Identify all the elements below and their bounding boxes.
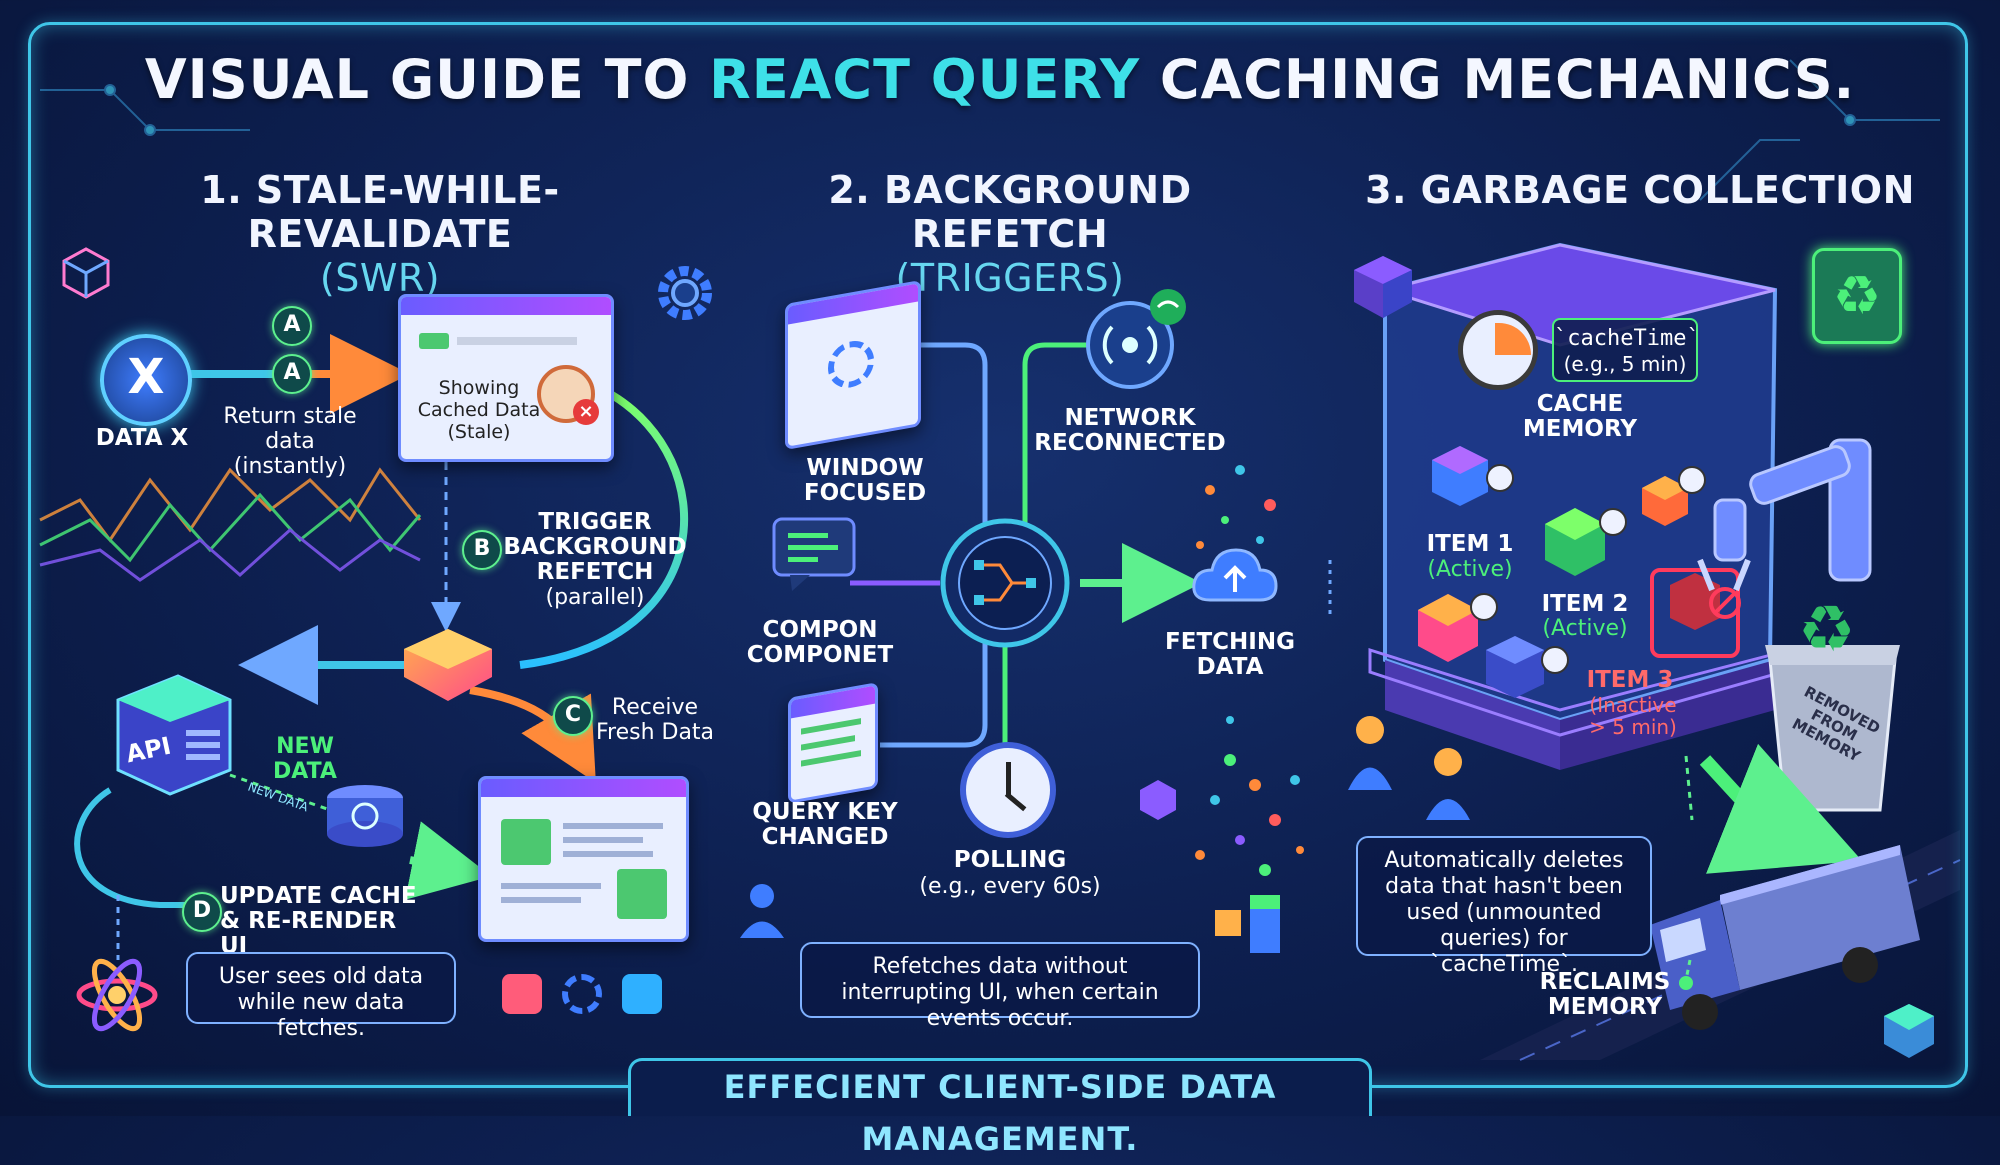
step-d-badge: D — [182, 892, 222, 932]
circuit-lines-decoration — [40, 59, 1940, 201]
bin-recycle-icon: ♻ — [1798, 593, 1856, 667]
item1-label: ITEM 1 — [1426, 531, 1514, 557]
item2-label: ITEM 2 — [1541, 591, 1629, 617]
garbage-truck — [1650, 845, 1920, 1030]
cache-time-label: `cacheTime` — [1554, 326, 1700, 351]
step-c-badge: C — [553, 696, 593, 736]
cube-outline-icon — [60, 245, 112, 305]
new-data-label: NEW DATA — [273, 734, 337, 784]
data-x-label: DATA X — [95, 425, 189, 451]
teal-cube-icon — [1880, 1000, 1938, 1066]
network-reconnected-label: NETWORK RECONNECTED — [1034, 405, 1226, 456]
cloud-upload-icon — [1190, 540, 1280, 614]
purple-cube-icon — [1350, 252, 1416, 326]
gc-section-title: 3. GARBAGE COLLECTION — [1365, 168, 1915, 212]
cache-memory-label: CACHE MEMORY — [1522, 391, 1638, 442]
refresh-tool-icon — [622, 974, 662, 1014]
refetch-section-title: 2. BACKGROUND REFETCH (TRIGGERS) — [740, 168, 1280, 300]
item1-status: (Active) — [1427, 557, 1513, 582]
item3-label: ITEM 3 — [1586, 667, 1674, 693]
title-suffix: CACHING MECHANICS. — [1140, 48, 1856, 111]
page-title: VISUAL GUIDE TO REACT QUERY CACHING MECH… — [0, 48, 2000, 111]
polling-sub-label: (e.g., every 60s) — [919, 874, 1101, 899]
react-atom-icon — [74, 952, 160, 1042]
swr-subtitle: (SWR) — [319, 256, 441, 300]
refetch-subtitle: (TRIGGERS) — [895, 256, 1125, 300]
robot-arm — [1713, 438, 1872, 582]
swr-callout: User sees old data while new data fetche… — [186, 952, 456, 1041]
item2-status: (Active) — [1542, 616, 1628, 641]
title-prefix: VISUAL GUIDE TO — [144, 48, 710, 111]
step-a-badge-2: A — [272, 354, 312, 394]
swr-section-title: 1. STALE-WHILE-REVALIDATE (SWR) — [70, 168, 690, 300]
recycle-panel-icon: ♻ — [1812, 248, 1902, 344]
particle-decoration — [1195, 465, 1304, 876]
data-x-letter: X — [127, 349, 165, 405]
item-cubes — [1418, 446, 1740, 698]
query-key-icon — [788, 682, 878, 804]
cached-data-window: Showing Cached Data (Stale) × — [398, 294, 614, 462]
return-stale-label: Return stale data (instantly) — [223, 404, 357, 479]
item3-status: (Inactive > 5 min) — [1589, 693, 1677, 739]
title-accent: REACT QUERY — [709, 48, 1141, 111]
trigger-refetch-sub: (parallel) — [545, 585, 645, 610]
api-server: API — [98, 670, 238, 796]
cache-time-box: `cacheTime` (e.g., 5 min) — [1552, 318, 1700, 382]
data-x-node: X — [100, 334, 192, 426]
query-key-label: QUERY KEY CHANGED — [752, 799, 898, 850]
step-b-badge: B — [462, 530, 502, 570]
stale-error-icon: × — [573, 399, 599, 425]
reclaims-memory-label: RECLAIMS MEMORY — [1539, 969, 1671, 1020]
gc-callout: Automatically deletes data that hasn't b… — [1356, 836, 1652, 977]
trigger-refetch-title: TRIGGER BACKGROUND REFETCH — [503, 509, 687, 585]
window-focused-label: WINDOW FOCUSED — [803, 455, 927, 506]
bars-decoration — [1140, 780, 1280, 953]
swr-title: 1. STALE-WHILE-REVALIDATE — [200, 168, 560, 256]
updated-ui-window — [478, 776, 689, 942]
polling-clock-icon — [960, 742, 1056, 838]
cached-window-text: Showing Cached Data (Stale) — [417, 377, 541, 443]
polling-label: POLLING — [953, 847, 1067, 873]
window-focused-icon — [785, 280, 921, 450]
component-chat-icon — [770, 515, 860, 599]
component-label: COMPON COMPONET — [746, 617, 894, 668]
receive-fresh-label: Receive Fresh Data — [595, 695, 715, 745]
update-cache-label: UPDATE CACHE & RE-RENDER UI — [220, 883, 417, 959]
cache-cube-icon — [400, 625, 496, 709]
stopwatch-icon — [1458, 310, 1538, 390]
waveform-decoration — [39, 467, 422, 582]
gear-icon — [650, 258, 720, 332]
gear-tool-icon — [562, 974, 602, 1014]
diagram-connectors — [39, 59, 1961, 1061]
step-a-badge: A — [272, 306, 312, 346]
cache-time-sub: (e.g., 5 min) — [1563, 352, 1687, 376]
network-antenna-icon — [1080, 285, 1190, 399]
footer-tagline: EFFECIENT CLIENT-SIDE DATA MANAGEMENT. — [628, 1058, 1372, 1158]
refetch-callout: Refetches data without interrupting UI, … — [800, 942, 1200, 1031]
people-figures — [740, 716, 1470, 938]
fetching-label: FETCHING DATA — [1165, 629, 1295, 680]
refetch-title: 2. BACKGROUND REFETCH — [828, 168, 1192, 256]
clock-tool-icon — [502, 974, 542, 1014]
sync-database-icon — [322, 782, 408, 856]
